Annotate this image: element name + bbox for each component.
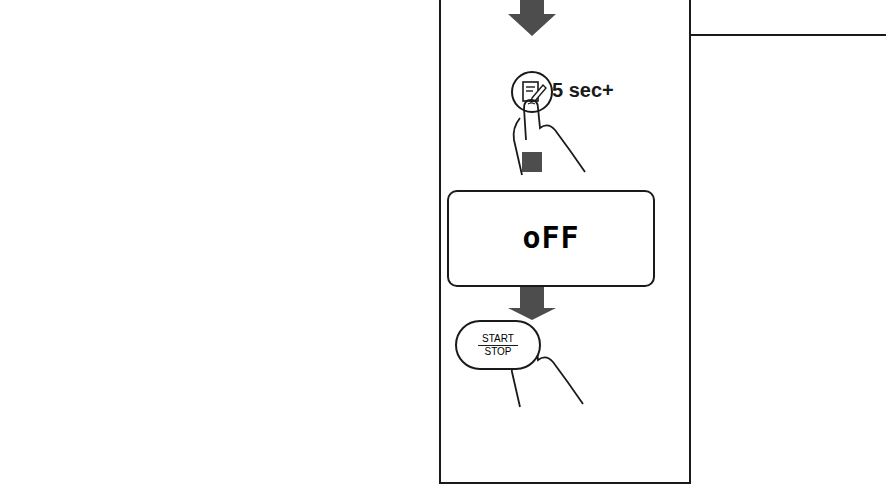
down-arrow bbox=[508, 0, 556, 36]
flow-arrow bbox=[508, 287, 556, 320]
node-text: START bbox=[478, 333, 518, 346]
fingernail bbox=[528, 103, 535, 104]
node-text: STOP bbox=[480, 346, 515, 358]
node-text: oFF bbox=[518, 221, 583, 256]
duration-label: 5 sec+ bbox=[552, 79, 614, 102]
adjacent-panel bbox=[690, 0, 886, 35]
start-stop-button: STARTSTOP bbox=[455, 320, 541, 370]
arrow-block bbox=[522, 152, 542, 172]
display-panel: oFF bbox=[447, 190, 655, 287]
memo-button bbox=[512, 72, 552, 112]
step-panel bbox=[440, 0, 690, 483]
block-arrow bbox=[508, 287, 556, 320]
pressing-finger bbox=[514, 100, 585, 175]
